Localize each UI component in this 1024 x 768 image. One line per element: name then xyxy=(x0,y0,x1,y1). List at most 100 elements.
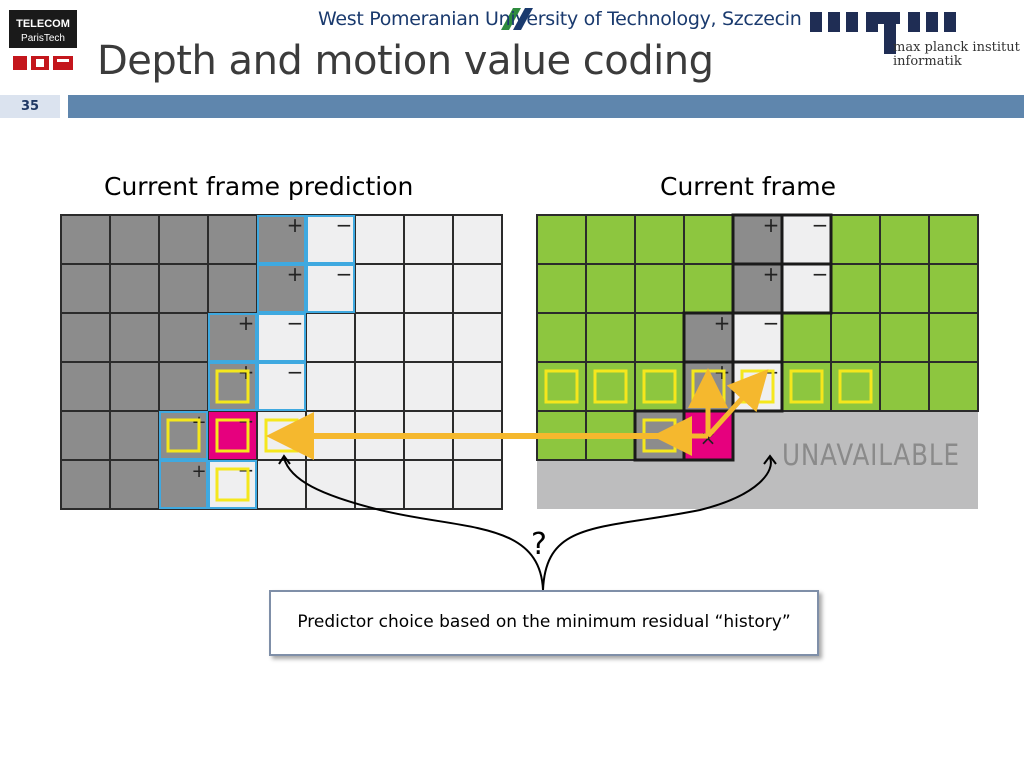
question-mark: ? xyxy=(531,527,547,562)
frame-cell xyxy=(634,263,685,314)
prediction-edge-cell xyxy=(208,313,257,362)
prediction-cell xyxy=(158,214,209,265)
frame-cell xyxy=(634,312,685,363)
prediction-cell xyxy=(109,361,160,412)
prediction-grid: +−+−+−+−+−+− xyxy=(60,213,503,510)
prediction-cell xyxy=(403,312,454,363)
frame-cell xyxy=(585,361,636,412)
svg-text:ParisTech: ParisTech xyxy=(21,33,65,44)
header-bar xyxy=(68,95,1024,118)
frame-cell xyxy=(585,214,636,265)
prediction-edge-cell xyxy=(208,362,257,411)
prediction-cell xyxy=(354,459,405,510)
prediction-cell xyxy=(452,214,503,265)
frame-cell xyxy=(830,263,881,314)
frame-boundary-cell xyxy=(731,311,784,364)
prediction-edge-cell xyxy=(257,215,306,264)
prediction-cell xyxy=(207,214,258,265)
frame-boundary-cell xyxy=(682,311,735,364)
candidate-arrow-diagonal xyxy=(706,369,769,438)
prediction-cell xyxy=(109,459,160,510)
candidate-square xyxy=(642,369,677,404)
frame-boundary-cell xyxy=(780,262,833,315)
prediction-cell xyxy=(158,312,209,363)
prediction-cell xyxy=(305,312,356,363)
candidate-square xyxy=(789,369,824,404)
prediction-edge-cell xyxy=(208,460,257,509)
frame-cell xyxy=(536,263,587,314)
frame-cell xyxy=(683,214,734,265)
left-panel-title: Current frame prediction xyxy=(104,172,414,201)
note-curve-left-arrowhead xyxy=(278,454,291,465)
prediction-cell xyxy=(354,312,405,363)
plus-sign: + xyxy=(287,213,304,237)
frame-cell xyxy=(585,263,636,314)
prediction-cell xyxy=(60,410,111,461)
prediction-edge-cell xyxy=(306,215,355,264)
frame-cell xyxy=(683,263,734,314)
predictor-note-box xyxy=(269,590,819,656)
plus-sign: + xyxy=(714,311,731,335)
minus-sign: − xyxy=(287,311,304,335)
frame-cell xyxy=(879,312,930,363)
prediction-cell xyxy=(403,214,454,265)
prediction-cell xyxy=(109,214,160,265)
telecom-paristech-logo: TELECOM ParisTech xyxy=(9,10,77,70)
frame-cell xyxy=(879,361,930,412)
prediction-cell xyxy=(354,214,405,265)
frame-cell xyxy=(879,214,930,265)
candidate-square xyxy=(838,369,873,404)
prediction-cell xyxy=(60,263,111,314)
frame-cell xyxy=(928,361,979,412)
svg-text:TELECOM: TELECOM xyxy=(16,18,70,30)
prediction-cell xyxy=(109,410,160,461)
prediction-cell xyxy=(60,214,111,265)
prediction-edge-cell xyxy=(257,313,306,362)
plus-sign: + xyxy=(191,461,206,482)
frame-cell xyxy=(928,263,979,314)
prediction-cell xyxy=(354,361,405,412)
prediction-edge-cell xyxy=(159,460,208,509)
prediction-cell xyxy=(452,312,503,363)
frame-cell xyxy=(879,263,930,314)
note-curve-right xyxy=(542,457,772,591)
prediction-edge-cell xyxy=(306,264,355,313)
prediction-cell xyxy=(403,361,454,412)
prediction-cell xyxy=(60,459,111,510)
candidate-square xyxy=(544,369,579,404)
prediction-cell xyxy=(207,263,258,314)
frame-cell xyxy=(781,361,832,412)
minus-sign: − xyxy=(336,213,353,237)
mpi-name-line-1: max planck institut xyxy=(893,40,1020,55)
minus-sign: − xyxy=(812,213,829,237)
minus-sign: − xyxy=(336,262,353,286)
prediction-cell xyxy=(403,459,454,510)
predictor-note-text: Predictor choice based on the minimum re… xyxy=(297,612,791,632)
prediction-cell xyxy=(60,361,111,412)
frame-cell xyxy=(928,214,979,265)
prediction-cell xyxy=(354,263,405,314)
unavailable-label: UNAVAILABLE xyxy=(782,438,960,472)
minus-sign: − xyxy=(812,262,829,286)
frame-cell xyxy=(781,312,832,363)
prediction-cell xyxy=(403,263,454,314)
prediction-edge-cell xyxy=(257,362,306,411)
prediction-edge-cell xyxy=(257,264,306,313)
prediction-cell xyxy=(109,263,160,314)
frame-cell xyxy=(585,312,636,363)
mpi-institute-name: max planck institut informatik xyxy=(893,41,1020,69)
page-number: 35 xyxy=(20,99,40,114)
candidate-square xyxy=(166,418,201,453)
frame-cell xyxy=(634,361,685,412)
frame-cell xyxy=(536,361,587,412)
plus-sign: + xyxy=(763,213,780,237)
page-number-box xyxy=(0,95,60,118)
prediction-cell xyxy=(158,263,209,314)
prediction-edge-cell xyxy=(159,411,208,460)
plus-sign: + xyxy=(238,311,255,335)
zut-logo-mark xyxy=(501,8,533,30)
prediction-cell xyxy=(452,263,503,314)
diagram-overlay xyxy=(266,368,777,591)
frame-boundary-cell xyxy=(731,213,784,266)
